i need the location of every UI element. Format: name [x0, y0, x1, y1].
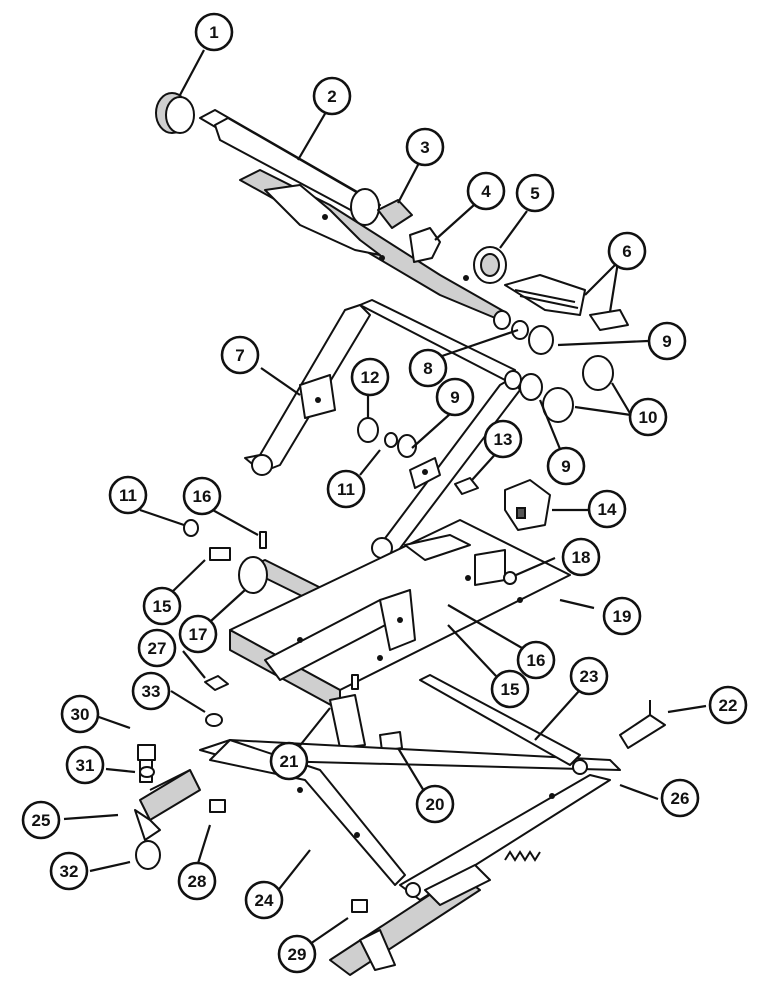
leader-lines-repeat — [139, 399, 562, 677]
bracket-part — [409, 227, 441, 263]
svg-text:16: 16 — [193, 487, 212, 506]
leader-lines — [63, 49, 707, 945]
callout-1: 1 — [194, 12, 234, 52]
callout-17: 17 — [178, 614, 218, 654]
callout-9a: 9 — [647, 321, 687, 361]
right-rail-part — [329, 864, 491, 976]
svg-text:16: 16 — [527, 651, 546, 670]
callout-33: 33 — [131, 671, 171, 711]
svg-text:1: 1 — [209, 23, 218, 42]
callout-9b: 9 — [435, 377, 475, 417]
callout-13: 13 — [483, 419, 523, 459]
svg-text:3: 3 — [420, 138, 429, 157]
callout-23: 23 — [569, 656, 609, 696]
callout-7: 7 — [220, 335, 260, 375]
callout-3: 3 — [405, 127, 445, 167]
svg-text:11: 11 — [119, 486, 137, 505]
callout-31: 31 — [65, 745, 105, 785]
svg-text:29: 29 — [288, 945, 307, 964]
svg-text:11: 11 — [337, 480, 355, 499]
callout-25: 25 — [21, 800, 61, 840]
callout-19: 19 — [602, 596, 642, 636]
svg-text:9: 9 — [561, 457, 570, 476]
svg-text:27: 27 — [148, 639, 167, 658]
svg-text:12: 12 — [361, 368, 380, 387]
callout-32: 32 — [49, 851, 89, 891]
left-rail-part — [134, 769, 201, 841]
svg-text:15: 15 — [501, 680, 520, 699]
svg-text:17: 17 — [189, 625, 208, 644]
svg-text:30: 30 — [71, 705, 90, 724]
svg-text:23: 23 — [580, 667, 599, 686]
callout-16a: 16 — [182, 476, 222, 516]
sleeve-part — [135, 840, 161, 870]
strap-part — [619, 700, 666, 749]
base-frame-part — [199, 674, 621, 901]
callout-22: 22 — [708, 685, 748, 725]
svg-text:20: 20 — [426, 795, 445, 814]
callout-11a: 11 — [326, 469, 366, 509]
callout-21: 21 — [269, 741, 309, 781]
callout-4: 4 — [466, 171, 506, 211]
svg-text:9: 9 — [662, 332, 671, 351]
callout-16b: 16 — [516, 640, 556, 680]
callout-14: 14 — [587, 489, 627, 529]
callout-20: 20 — [415, 784, 455, 824]
svg-text:26: 26 — [671, 789, 690, 808]
callout-24: 24 — [244, 880, 284, 920]
end-cap-part — [155, 92, 195, 134]
nut-part — [139, 675, 229, 778]
svg-text:6: 6 — [622, 242, 631, 261]
svg-text:25: 25 — [32, 811, 51, 830]
svg-text:31: 31 — [76, 756, 95, 775]
svg-text:7: 7 — [235, 346, 244, 365]
callout-9c: 9 — [546, 446, 586, 486]
block-part — [504, 479, 551, 531]
svg-text:33: 33 — [142, 682, 161, 701]
callout-28: 28 — [177, 861, 217, 901]
callout-11b: 11 — [108, 475, 148, 515]
callout-6: 6 — [607, 231, 647, 271]
svg-text:24: 24 — [255, 891, 274, 910]
screw-part — [209, 799, 368, 913]
svg-text:5: 5 — [530, 184, 539, 203]
roller-part — [357, 325, 614, 458]
svg-text:8: 8 — [423, 359, 432, 378]
pivot-tube-part — [199, 109, 511, 330]
svg-text:19: 19 — [613, 607, 632, 626]
callout-2: 2 — [312, 76, 352, 116]
svg-text:13: 13 — [494, 430, 513, 449]
clip-part — [377, 199, 413, 229]
svg-text:21: 21 — [280, 752, 299, 771]
svg-text:10: 10 — [639, 408, 658, 427]
callout-18: 18 — [561, 537, 601, 577]
svg-text:9: 9 — [450, 388, 459, 407]
svg-text:14: 14 — [598, 500, 617, 519]
callout-15b: 15 — [490, 669, 530, 709]
spring-part — [504, 850, 541, 862]
callout-29: 29 — [277, 934, 317, 974]
callout-5: 5 — [515, 173, 555, 213]
svg-text:32: 32 — [60, 862, 79, 881]
svg-text:2: 2 — [327, 87, 336, 106]
callout-15a: 15 — [142, 586, 182, 626]
small-washer-part — [183, 432, 398, 537]
svg-text:4: 4 — [481, 182, 491, 201]
callout-8: 8 — [408, 348, 448, 388]
svg-text:15: 15 — [153, 597, 172, 616]
svg-text:18: 18 — [572, 548, 591, 567]
callout-27: 27 — [137, 628, 177, 668]
shim-set-part — [504, 274, 629, 331]
callout-30: 30 — [60, 694, 100, 734]
callout-26: 26 — [660, 778, 700, 818]
lower-arm-part — [244, 299, 522, 559]
callout-10: 10 — [628, 397, 668, 437]
frame-pan-part — [229, 519, 571, 752]
washer-part — [511, 320, 529, 340]
svg-text:22: 22 — [719, 696, 738, 715]
callout-12: 12 — [350, 357, 390, 397]
svg-text:28: 28 — [188, 872, 207, 891]
bushing-part — [473, 246, 507, 284]
